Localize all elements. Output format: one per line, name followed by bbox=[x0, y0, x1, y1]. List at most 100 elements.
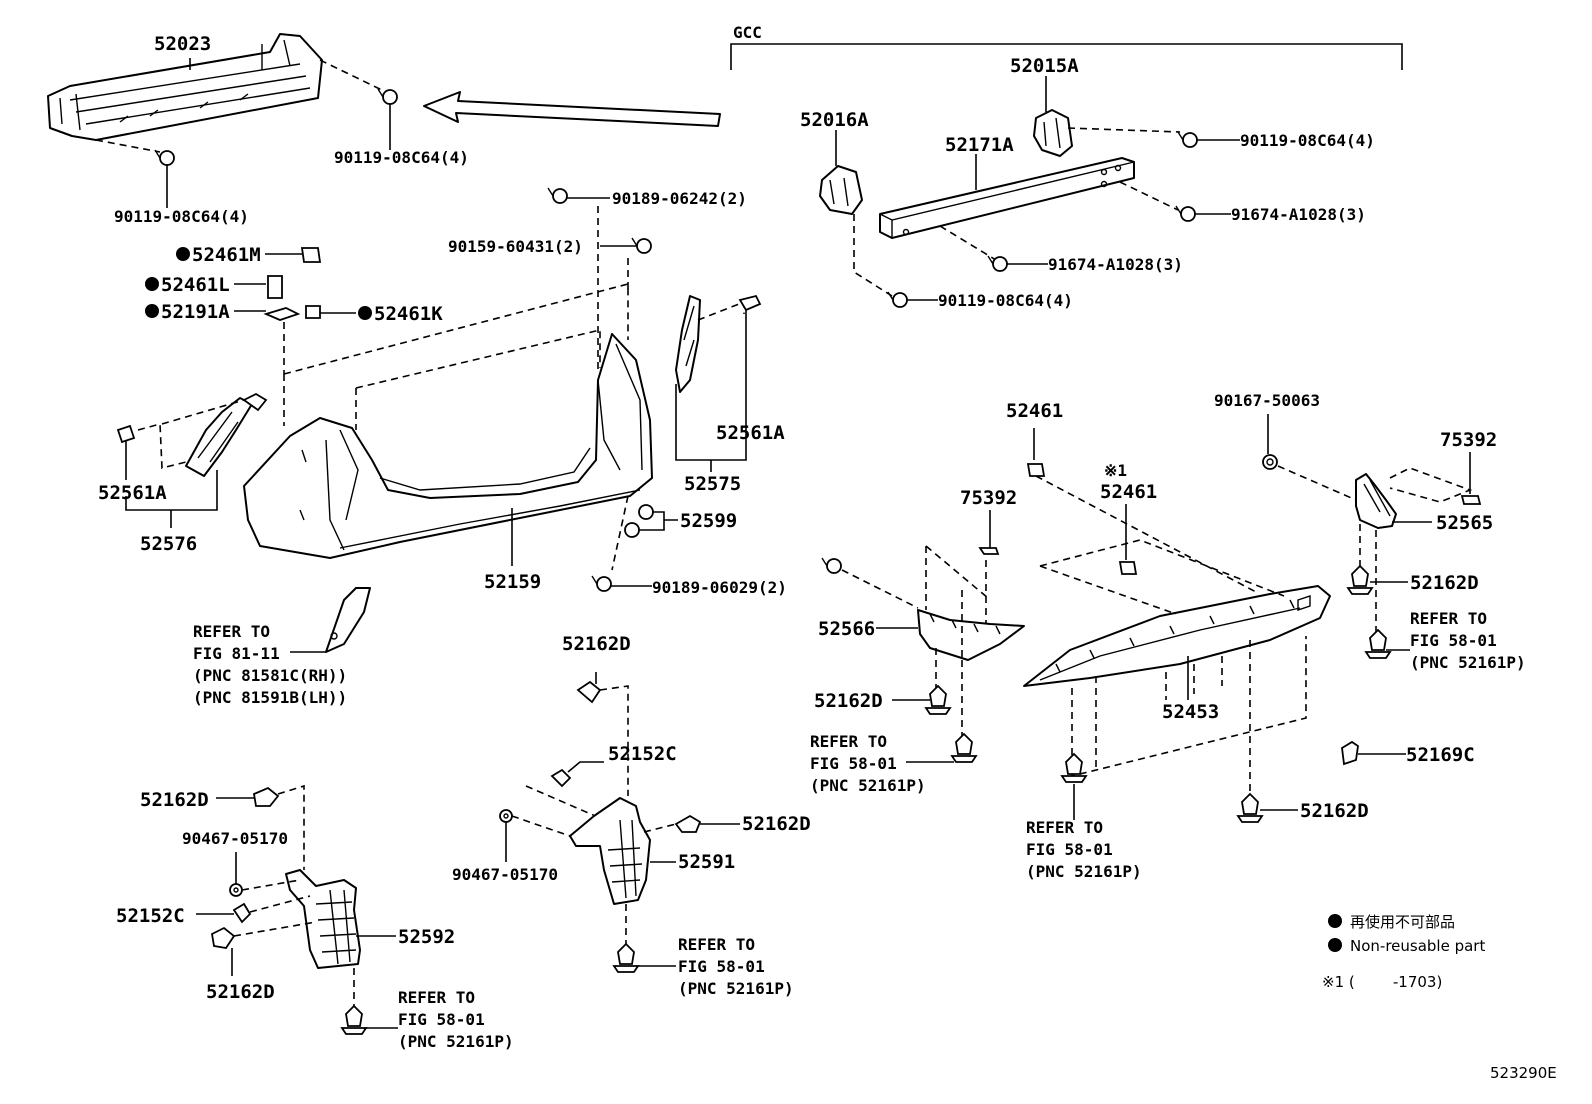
screw-icon bbox=[738, 294, 762, 312]
side-retainer-52576 bbox=[185, 397, 253, 477]
seal-52461-icon bbox=[1026, 463, 1046, 477]
part-number: 52575 bbox=[684, 473, 741, 495]
note-mark: ※1 bbox=[1104, 461, 1127, 480]
part-number: 75392 bbox=[960, 487, 1017, 509]
svg-text:REFER TO: REFER TO bbox=[678, 935, 755, 954]
cap-52169C-icon bbox=[1341, 740, 1359, 766]
part-number: 52171A bbox=[945, 134, 1014, 156]
svg-text:(PNC 52161P): (PNC 52161P) bbox=[678, 979, 794, 998]
part-number: 52566 bbox=[818, 618, 875, 640]
bolt-icon bbox=[887, 291, 908, 308]
part-number: 90119-08C64(4) bbox=[334, 148, 469, 167]
part-number: 52591 bbox=[678, 851, 735, 873]
part-number: 52169C bbox=[1406, 744, 1475, 766]
reference-fig-58-01: REFER TO FIG 58-01 (PNC 52161P) bbox=[1026, 818, 1142, 881]
part-number: 90189-06242(2) bbox=[612, 189, 747, 208]
reference-fig-58-01: REFER TO FIG 58-01 (PNC 52161P) bbox=[810, 732, 926, 795]
part-number: 52162D bbox=[814, 690, 883, 712]
clip-icon bbox=[232, 902, 252, 924]
svg-text:REFER TO: REFER TO bbox=[193, 622, 270, 641]
part-number: 52461 bbox=[1100, 481, 1157, 503]
part-number: 90159-60431(2) bbox=[448, 237, 583, 256]
part-number: 52461M bbox=[192, 244, 261, 266]
seal-75392-icon bbox=[978, 547, 1000, 555]
fastener-clip-icon bbox=[950, 732, 978, 763]
group-label-gcc: GCC bbox=[733, 23, 762, 42]
svg-text:REFER TO: REFER TO bbox=[810, 732, 887, 751]
seal-52191A-icon bbox=[263, 307, 301, 321]
non-reusable-bullet-icon bbox=[358, 306, 372, 320]
clip-icon bbox=[674, 814, 702, 833]
bolt-icon bbox=[1177, 131, 1198, 148]
legend-bullet-icon bbox=[1328, 938, 1342, 952]
part-number: 52023 bbox=[154, 33, 211, 55]
svg-text:(PNC 52161P): (PNC 52161P) bbox=[810, 776, 926, 795]
reference-fig-58-01: REFER TO FIG 58-01 (PNC 52161P) bbox=[398, 988, 514, 1051]
screw-icon bbox=[116, 424, 136, 444]
legend-note: ※1 ( -1703) bbox=[1322, 973, 1442, 991]
clip-icon bbox=[550, 768, 572, 788]
bolt-icon bbox=[154, 149, 175, 166]
clip-icon bbox=[591, 575, 612, 592]
part-number: 52015A bbox=[1010, 55, 1079, 77]
side-bracket-52565 bbox=[1355, 473, 1397, 529]
clip-icon bbox=[242, 392, 268, 412]
clip-icon bbox=[211, 926, 236, 949]
part-number: 52162D bbox=[140, 789, 209, 811]
fastener-clip-icon bbox=[340, 1004, 368, 1035]
part-number: 90119-08C64(4) bbox=[114, 207, 249, 226]
fastener-clip-icon bbox=[1364, 628, 1392, 659]
fastener-clip-icon bbox=[1236, 792, 1264, 823]
fastener-clip-icon bbox=[1060, 752, 1088, 783]
svg-text:(PNC 52161P): (PNC 52161P) bbox=[1026, 862, 1142, 881]
part-number: 90167-50063 bbox=[1214, 391, 1320, 410]
side-cover-52566 bbox=[917, 609, 1025, 661]
part-number: 90119-08C64(4) bbox=[938, 291, 1073, 310]
fog-lamp-cover bbox=[325, 587, 371, 653]
bolt-icon bbox=[1175, 205, 1196, 222]
part-number: 52162D bbox=[562, 633, 631, 655]
bolt-icon bbox=[377, 88, 398, 105]
nut-icon bbox=[499, 809, 513, 823]
fastener-clip-icon bbox=[612, 942, 640, 973]
part-number: 90467-05170 bbox=[452, 865, 558, 884]
fastener-clip-icon bbox=[924, 684, 952, 715]
part-number: 52561A bbox=[98, 482, 167, 504]
part-number: 52162D bbox=[206, 981, 275, 1003]
part-number: 52152C bbox=[608, 743, 677, 765]
mud-guard-52591 bbox=[569, 797, 651, 905]
part-number: 91674-A1028(3) bbox=[1231, 205, 1366, 224]
reference-fig-58-01: REFER TO FIG 58-01 (PNC 52161P) bbox=[1410, 609, 1526, 672]
clip-icon bbox=[547, 187, 568, 204]
part-number: 52576 bbox=[140, 533, 197, 555]
svg-text:(PNC 52161P): (PNC 52161P) bbox=[398, 1032, 514, 1051]
seal-52461M-icon bbox=[300, 247, 322, 263]
part-number: 75392 bbox=[1440, 429, 1497, 451]
bracket-52016A bbox=[819, 165, 863, 215]
part-number: 52159 bbox=[484, 571, 541, 593]
part-number: 52461L bbox=[161, 274, 230, 296]
side-retainer-52575 bbox=[675, 295, 701, 393]
part-number: 52461K bbox=[374, 303, 443, 325]
svg-text:FIG 81-11: FIG 81-11 bbox=[193, 644, 280, 663]
svg-text:REFER TO: REFER TO bbox=[1026, 818, 1103, 837]
legend-bullet-icon bbox=[1328, 914, 1342, 928]
part-number: 52152C bbox=[116, 905, 185, 927]
seal-75392-icon bbox=[1460, 495, 1482, 505]
svg-text:REFER TO: REFER TO bbox=[1410, 609, 1487, 628]
clip-icon bbox=[631, 237, 652, 254]
part-number: 90467-05170 bbox=[182, 829, 288, 848]
bracket-52015A bbox=[1033, 109, 1073, 157]
seal-52461K-icon bbox=[305, 305, 321, 319]
seal-52461L-icon bbox=[267, 275, 283, 299]
part-number: 52565 bbox=[1436, 512, 1493, 534]
svg-text:(PNC 81591B(LH)): (PNC 81591B(LH)) bbox=[193, 688, 347, 707]
clip-icon bbox=[821, 557, 842, 574]
washer-icon bbox=[1262, 454, 1278, 470]
svg-text:(PNC 52161P): (PNC 52161P) bbox=[1410, 653, 1526, 672]
part-number: 91674-A1028(3) bbox=[1048, 255, 1183, 274]
part-number: 52461 bbox=[1006, 400, 1063, 422]
part-number: 52191A bbox=[161, 301, 230, 323]
